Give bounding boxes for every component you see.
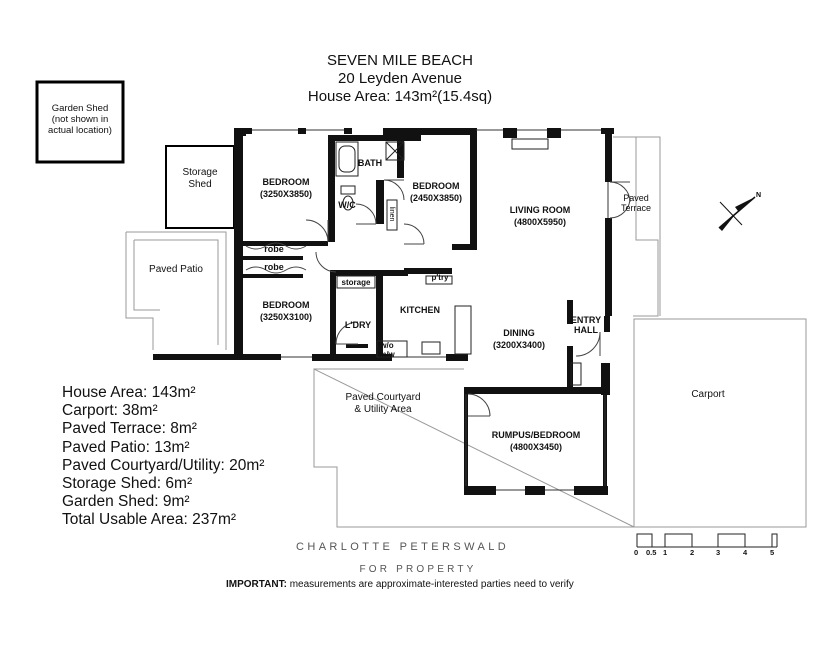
area-house: House Area: 143m² [62, 384, 196, 401]
scale-label-0-5: 0.5 [646, 548, 657, 557]
area-courtyard: Paved Courtyard/Utility: 20m² [62, 456, 265, 474]
scale-label-3: 3 [716, 548, 721, 557]
area-terrace: Paved Terrace: 8m² [62, 420, 197, 438]
scale-label-4: 4 [743, 548, 748, 557]
robe-2-label: robe [264, 262, 284, 272]
area-storage-shed: Storage Shed: 6m² [62, 475, 193, 493]
bath-label: BATH [357, 158, 383, 168]
agency-name: CHARLOTTE PETERSWALD [296, 541, 510, 553]
walls [153, 128, 614, 495]
living-room-label: LIVING ROOM [509, 205, 571, 215]
disclaimer-text: measurements are approximate-interested … [286, 579, 574, 590]
outdoor-outlines [125, 136, 807, 528]
area-carport: Carport: 38m² [62, 402, 158, 420]
storage-shed-label: Storage Shed [182, 167, 218, 190]
dining-dimensions: (3200X3400) [492, 340, 546, 350]
north-compass-icon [718, 196, 756, 231]
area-total: Total Usable Area: 237m² [62, 511, 237, 529]
garden-shed-label: Garden Shed (not shown in actual locatio… [48, 103, 112, 136]
living-room-dimensions: (4800X5950) [513, 217, 567, 227]
scale-label-2: 2 [690, 548, 695, 557]
agency-tagline: FOR PROPERTY [359, 564, 477, 575]
property-address: 20 Leyden Avenue [337, 70, 462, 87]
scale-label-5: 5 [770, 548, 775, 557]
pantry-label: p'try [431, 273, 449, 282]
rumpus-bedroom-label: RUMPUS/BEDROOM [491, 430, 581, 440]
wc-label: W/C [338, 200, 356, 210]
linen-label: linen [388, 206, 396, 222]
bedroom-2-label: BEDROOM [412, 181, 460, 191]
bedroom-3-dimensions: (3250X3100) [259, 312, 313, 322]
bedroom-3-label: BEDROOM [262, 300, 310, 310]
garden-shed-outline [35, 80, 125, 164]
property-name: SEVEN MILE BEACH [327, 52, 473, 69]
scale-label-0: 0 [634, 548, 639, 557]
dining-label: DINING [503, 328, 535, 338]
paved-patio-label: Paved Patio [149, 264, 203, 275]
area-garden-shed: Garden Shed: 9m² [62, 493, 190, 511]
bedroom-1-label: BEDROOM [262, 177, 310, 187]
bedroom-2-dimensions: (2450X3850) [409, 193, 463, 203]
disclaimer-bold: IMPORTANT: [226, 579, 287, 590]
house-area-title: House Area: 143m²(15.4sq) [307, 88, 493, 105]
bedroom-1-dimensions: (3250X3850) [259, 189, 313, 199]
area-patio: Paved Patio: 13m² [62, 438, 190, 456]
area-summary: House Area: 143m² Carport: 38m² Paved Te… [62, 384, 264, 530]
wo-mw-label: w/o m/w [379, 341, 395, 359]
entry-hall-label: ENTRY HALL [570, 315, 602, 336]
carport-label: Carport [691, 389, 725, 400]
north-marker: N [756, 192, 761, 199]
disclaimer: IMPORTANT: measurements are approximate-… [226, 579, 574, 590]
robe-1-label: robe [264, 244, 284, 254]
rumpus-bedroom-dimensions: (4800X3450) [509, 442, 563, 452]
courtyard-label: Paved Courtyard & Utility Area [345, 392, 421, 415]
fixtures [335, 138, 582, 386]
door-swings [245, 179, 631, 417]
paved-terrace-label: Paved Terrace [620, 193, 651, 214]
scale-bar [636, 533, 778, 548]
laundry-label: L'DRY [344, 320, 372, 330]
storage-label: storage [341, 278, 371, 287]
scale-label-1: 1 [663, 548, 668, 557]
kitchen-label: KITCHEN [400, 305, 440, 315]
